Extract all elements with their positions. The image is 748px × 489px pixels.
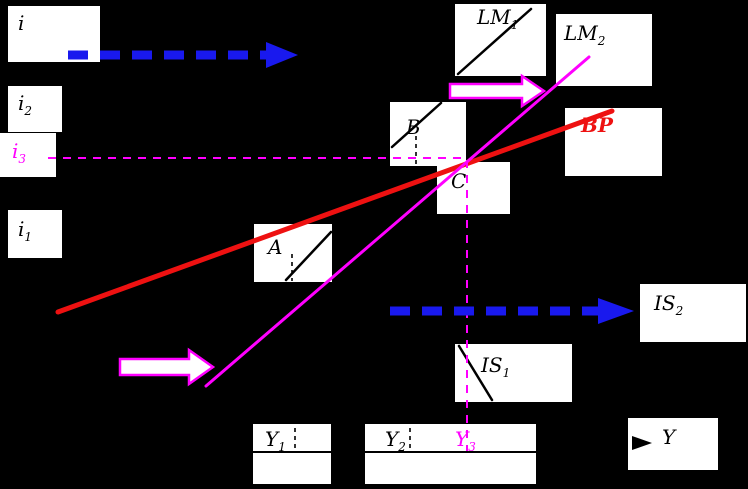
i2-label-sub: 2	[24, 104, 33, 118]
is1-label-main: IS	[481, 353, 503, 377]
a-point-label-main: A	[268, 235, 283, 259]
i3-label-main: i	[12, 139, 19, 163]
is2-label-sub: 2	[675, 304, 684, 318]
i2-label: i2	[18, 92, 32, 118]
y3-label-main: Y	[455, 427, 469, 451]
label-box-i1: i1	[8, 210, 62, 258]
curve-segment-at-a	[284, 230, 333, 282]
lm1-segment-upper	[456, 7, 533, 76]
is1-segment	[457, 344, 494, 402]
label-box-i3: i3	[0, 133, 56, 177]
y1-label: Y1	[265, 428, 286, 454]
lm1-label-main: LM	[477, 5, 511, 29]
y-axis-label-main: Y	[662, 425, 676, 449]
y1-label-sub: 1	[278, 440, 286, 454]
i1-label-sub: 1	[24, 230, 33, 244]
lm1-segment-at-b	[390, 101, 443, 149]
label-box-lm2: LM2	[556, 14, 652, 86]
lm2-label-main: LM	[564, 21, 598, 45]
y-axis-label: Y	[662, 426, 675, 452]
is2-label-main: IS	[654, 291, 676, 315]
is2-label: IS2	[654, 292, 683, 318]
lm2-label: LM2	[564, 22, 605, 48]
is1-label: IS1	[481, 354, 510, 380]
bp-line	[55, 108, 615, 315]
i1-label: i1	[18, 218, 32, 244]
is1-label-sub: 1	[502, 366, 511, 380]
y1-label-main: Y	[265, 427, 279, 451]
label-box-bp: BP	[565, 108, 662, 176]
i3-label-sub: 3	[18, 152, 27, 166]
y2-label-main: Y	[385, 427, 399, 451]
lm2-label-sub: 2	[597, 34, 606, 48]
label-box-y2-y3: Y2 Y3	[365, 424, 536, 484]
a-point-label: A	[268, 236, 282, 262]
label-box-y1: Y1	[253, 424, 331, 484]
c-point-label-main: C	[451, 169, 467, 193]
y2-label-sub: 2	[398, 440, 406, 454]
label-box-i2: i2	[8, 86, 62, 132]
y2-label: Y2	[385, 428, 406, 454]
label-box-b: B	[390, 102, 466, 166]
y3-label-sub: 3	[468, 440, 476, 454]
i1-label-main: i	[18, 217, 25, 241]
y3-label: Y3	[455, 428, 476, 454]
label-box-i-axis: i	[8, 6, 100, 62]
i3-label: i3	[12, 140, 26, 166]
lm-shift-block-arrow	[448, 73, 547, 109]
lm2-line	[204, 55, 591, 388]
label-box-lm1: LM1	[455, 4, 546, 76]
label-box-is2: IS2	[640, 284, 746, 342]
is-shift-block-arrow	[118, 347, 216, 387]
blue-dashed-arrow-top-head	[266, 42, 298, 68]
i2-label-main: i	[18, 91, 25, 115]
blue-dashed-arrow-right-head	[598, 298, 634, 324]
y-axis-arrowhead	[632, 436, 652, 450]
i-axis-label: i	[18, 12, 24, 38]
i-axis-label-main: i	[18, 11, 25, 35]
c-point-label: C	[451, 170, 466, 196]
